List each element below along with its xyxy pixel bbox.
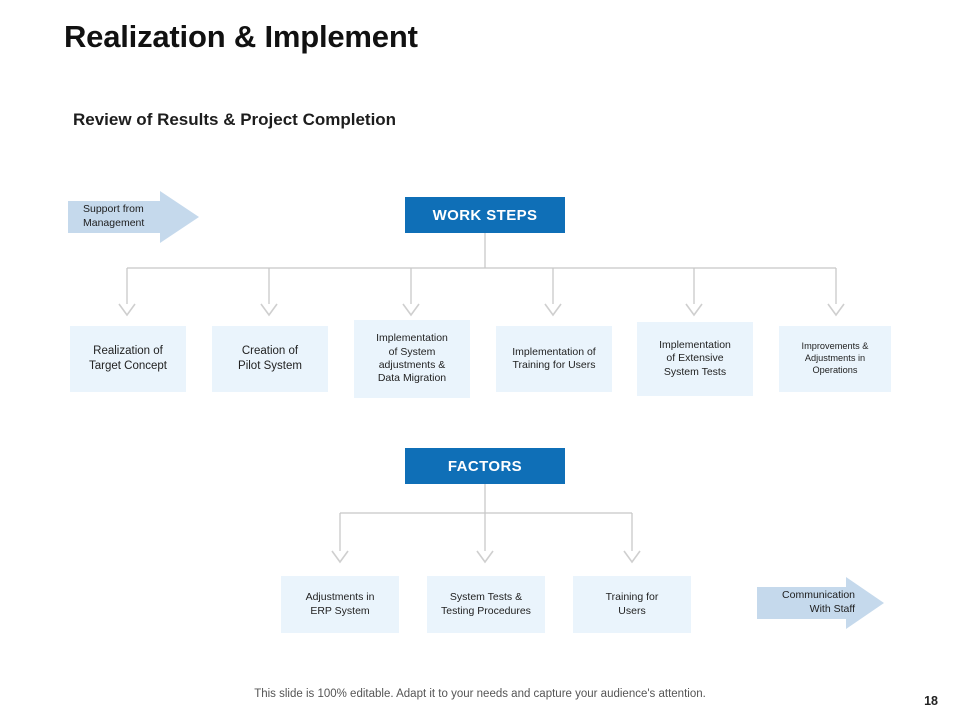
factor-box-3[interactable]: Training for Users — [573, 576, 691, 633]
editable-note: This slide is 100% editable. Adapt it to… — [254, 688, 706, 700]
slide-title: Realization & Implement — [64, 19, 418, 54]
work-step-box-1[interactable]: Realization of Target Concept — [70, 326, 186, 392]
support-from-management-label: Support from Management — [83, 203, 145, 229]
work-step-box-6[interactable]: Improvements & Adjustments in Operations — [779, 326, 891, 392]
work-step-box-2[interactable]: Creation of Pilot System — [212, 326, 328, 392]
slide-subtitle: Review of Results & Project Completion — [73, 110, 397, 129]
factors-header[interactable]: FACTORS — [405, 448, 565, 484]
work-steps-header-label: WORK STEPS — [432, 206, 538, 224]
support-from-management-arrow[interactable]: Support from Management — [68, 191, 199, 243]
communication-with-staff-arrow[interactable]: Communication With Staff — [757, 577, 884, 629]
work-step-box-5[interactable]: Implementation of Extensive System Tests — [637, 322, 753, 396]
factor-box-2[interactable]: System Tests & Testing Procedures — [427, 576, 545, 633]
communication-with-staff-label: Communication With Staff — [782, 589, 855, 615]
right-arrow-shape — [757, 577, 884, 629]
work-step-box-3[interactable]: Implementation of System adjustments & D… — [354, 320, 470, 398]
page-number: 18 — [924, 694, 938, 708]
work-step-box-4[interactable]: Implementation of Training for Users — [496, 326, 612, 392]
right-arrow-shape — [68, 191, 199, 243]
factor-box-1[interactable]: Adjustments in ERP System — [281, 576, 399, 633]
work-steps-header[interactable]: WORK STEPS — [405, 197, 565, 233]
factors-header-label: FACTORS — [447, 457, 523, 475]
